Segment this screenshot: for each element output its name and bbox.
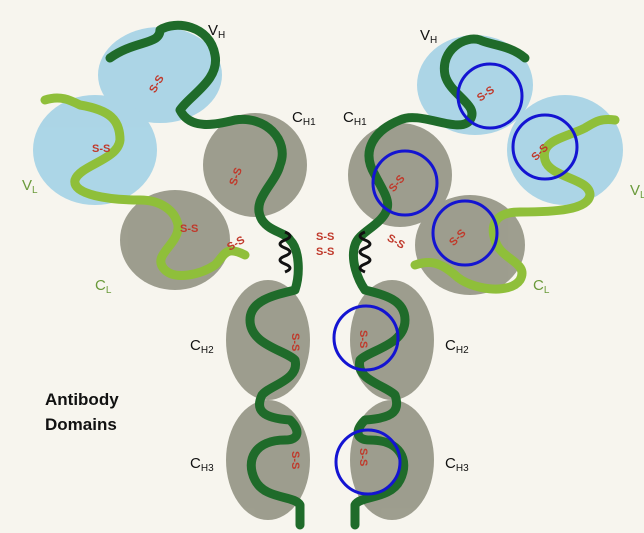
label-cl-right: CL <box>533 277 550 296</box>
label-ch3-right: CH3 <box>445 455 469 474</box>
label-ch1-left: CH1 <box>292 109 316 128</box>
label-ch1-right: CH1 <box>343 109 367 128</box>
ss-hinge-1: S-S <box>316 231 334 243</box>
ss-vl-left: S-S <box>92 143 110 155</box>
label-cl-left: CL <box>95 277 112 296</box>
vl-right-region <box>507 95 623 205</box>
diagram-title: Antibody Domains <box>45 390 119 434</box>
label-ch3-left: CH3 <box>190 455 214 474</box>
title-line-1: Antibody <box>45 390 119 409</box>
label-ch2-left: CH2 <box>190 337 214 356</box>
label-ch2-right: CH2 <box>445 337 469 356</box>
ss-ch3-left: S-S <box>289 451 301 469</box>
ss-hinge-2: S-S <box>316 246 334 258</box>
title-line-2: Domains <box>45 415 117 434</box>
label-vl-right: VL <box>630 182 644 201</box>
constant-regions <box>120 113 525 520</box>
ss-ch2-right: S-S <box>357 330 369 348</box>
label-vh-left: VH <box>208 22 225 41</box>
ss-interchain-right: S-S <box>385 232 407 252</box>
ss-cl-left: S-S <box>180 223 198 235</box>
ss-ch2-left: S-S <box>289 333 301 351</box>
label-vh-right: VH <box>420 27 437 46</box>
ss-ch3-right: S-S <box>357 448 369 466</box>
ch1-left-region <box>203 113 307 217</box>
label-vl-left: VL <box>22 177 38 196</box>
